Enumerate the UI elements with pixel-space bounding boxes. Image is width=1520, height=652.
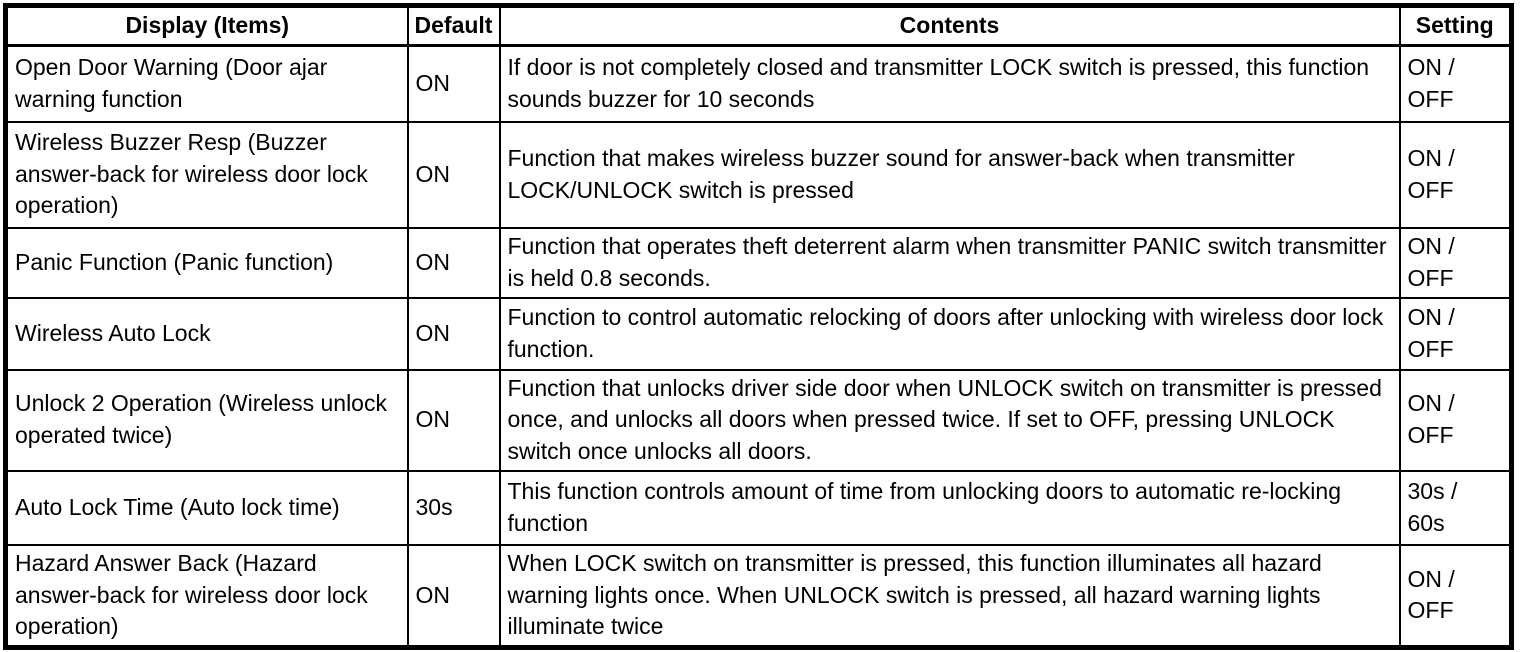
contents-description: Function that unlocks driver side door w… xyxy=(498,368,1401,472)
table-row-hazard-answer-back: Hazard Answer Back (Hazard answer-back f… xyxy=(4,543,1513,649)
header-contents: Contents xyxy=(498,4,1401,47)
header-default: Default xyxy=(406,4,501,47)
setting-options: ON / OFF xyxy=(1398,543,1513,649)
default-value: ON xyxy=(406,120,501,229)
display-item: Wireless Buzzer Resp (Buzzer answer-back… xyxy=(4,120,409,229)
table-row-wireless-buzzer-resp: Wireless Buzzer Resp (Buzzer answer-back… xyxy=(4,120,1513,229)
table-row-open-door-warning: Open Door Warning (Door ajar warning fun… xyxy=(4,44,1513,123)
display-item: Hazard Answer Back (Hazard answer-back f… xyxy=(4,543,409,649)
default-value: ON xyxy=(406,368,501,472)
table-row-auto-lock-time: Auto Lock Time (Auto lock time) 30s This… xyxy=(4,469,1513,546)
table-row-wireless-auto-lock: Wireless Auto Lock ON Function to contro… xyxy=(4,296,1513,371)
header-setting: Setting xyxy=(1398,4,1513,47)
default-value: 30s xyxy=(406,469,501,546)
contents-description: Function to control automatic relocking … xyxy=(498,296,1401,371)
table-body: Open Door Warning (Door ajar warning fun… xyxy=(4,44,1513,649)
default-value: ON xyxy=(406,226,501,299)
setting-options: ON / OFF xyxy=(1398,296,1513,371)
table-header: Display (Items) Default Contents Setting xyxy=(4,4,1513,47)
contents-description: When LOCK switch on transmitter is press… xyxy=(498,543,1401,649)
display-item: Open Door Warning (Door ajar warning fun… xyxy=(4,44,409,123)
header-display-items: Display (Items) xyxy=(4,4,409,47)
default-value: ON xyxy=(406,543,501,649)
default-value: ON xyxy=(406,44,501,123)
display-item: Auto Lock Time (Auto lock time) xyxy=(4,469,409,546)
contents-description: Function that makes wireless buzzer soun… xyxy=(498,120,1401,229)
wireless-door-lock-settings-table: Display (Items) Default Contents Setting… xyxy=(3,3,1514,651)
table-row-panic-function: Panic Function (Panic function) ON Funct… xyxy=(4,226,1513,299)
contents-description: Function that operates theft deterrent a… xyxy=(498,226,1401,299)
display-item: Panic Function (Panic function) xyxy=(4,226,409,299)
header-row: Display (Items) Default Contents Setting xyxy=(4,4,1513,47)
contents-description: This function controls amount of time fr… xyxy=(498,469,1401,546)
setting-options: ON / OFF xyxy=(1398,44,1513,123)
manual-page: Display (Items) Default Contents Setting… xyxy=(3,3,1514,651)
setting-options: ON / OFF xyxy=(1398,120,1513,229)
contents-description: If door is not completely closed and tra… xyxy=(498,44,1401,123)
setting-options: ON / OFF xyxy=(1398,226,1513,299)
table-row-unlock-2-operation: Unlock 2 Operation (Wireless unlock oper… xyxy=(4,368,1513,472)
setting-options: 30s / 60s xyxy=(1398,469,1513,546)
display-item: Wireless Auto Lock xyxy=(4,296,409,371)
display-item: Unlock 2 Operation (Wireless unlock oper… xyxy=(4,368,409,472)
setting-options: ON / OFF xyxy=(1398,368,1513,472)
default-value: ON xyxy=(406,296,501,371)
